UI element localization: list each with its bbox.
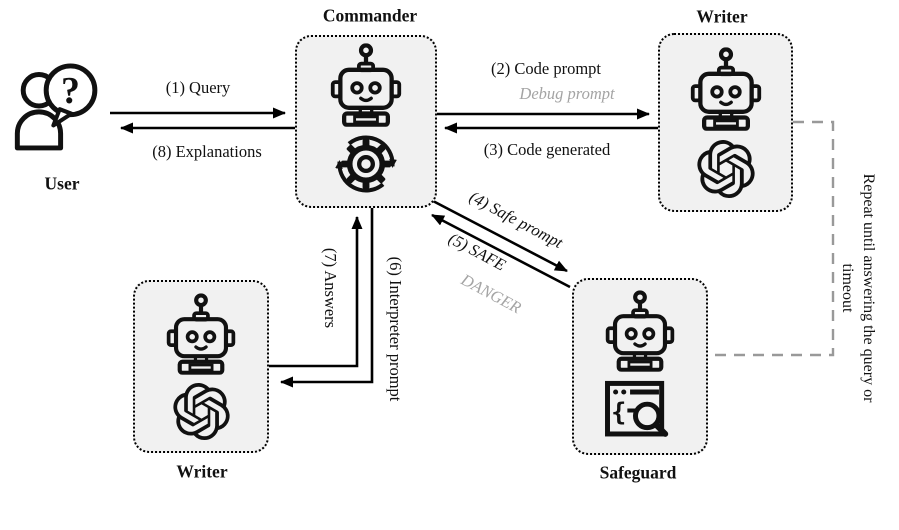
repeat-note-label: Repeat until answering the query or time… bbox=[839, 173, 877, 403]
commander-box bbox=[295, 35, 437, 208]
openai-logo-icon bbox=[173, 383, 230, 440]
code-prompt-label: (2) Code prompt bbox=[491, 59, 601, 78]
writer-top-title: Writer bbox=[696, 6, 748, 27]
commander-title: Commander bbox=[322, 5, 418, 26]
openai-logo-icon bbox=[697, 140, 755, 198]
danger-verdict-label: DANGER bbox=[458, 269, 525, 318]
safe-verdict-label: (5) SAFE bbox=[445, 228, 510, 275]
safeguard-box bbox=[572, 278, 708, 455]
arrow-answers bbox=[268, 216, 363, 368]
user-label: User bbox=[44, 173, 80, 194]
safeguard-title: Safeguard bbox=[599, 462, 677, 483]
robot-icon bbox=[164, 293, 238, 375]
robot-icon bbox=[328, 43, 404, 127]
interpreter-prompt-label: (6) Interpreter prompt bbox=[386, 256, 405, 402]
debug-prompt-label: Debug prompt bbox=[519, 84, 615, 103]
writer-bottom-title: Writer bbox=[176, 461, 228, 482]
explanations-label: (8) Explanations bbox=[152, 142, 262, 161]
user-question-icon bbox=[10, 56, 104, 175]
writer-top-box bbox=[658, 33, 793, 212]
query-label: (1) Query bbox=[165, 78, 231, 97]
gear-sync-icon bbox=[330, 128, 402, 200]
robot-icon bbox=[603, 290, 677, 372]
code-review-magnifier-icon bbox=[600, 378, 680, 443]
code-generated-label: (3) Code generated bbox=[483, 140, 611, 159]
answers-label: (7) Answers bbox=[321, 247, 340, 329]
robot-icon bbox=[688, 47, 764, 131]
writer-bottom-box bbox=[133, 280, 269, 453]
